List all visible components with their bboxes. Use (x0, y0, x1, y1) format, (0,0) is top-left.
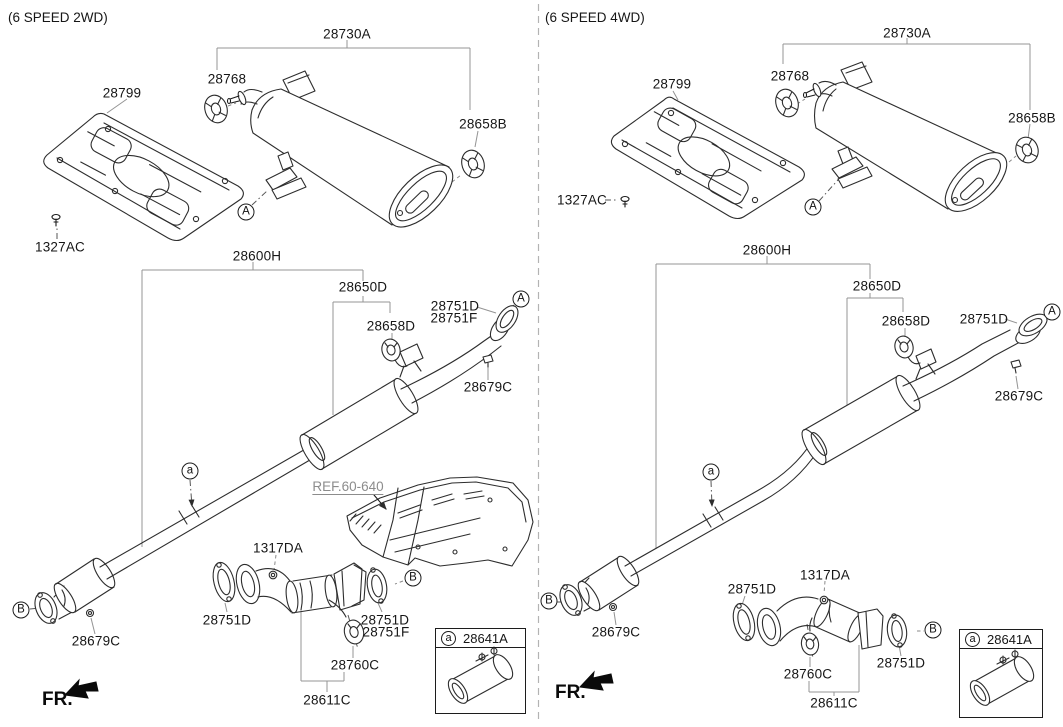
part-label-28658b: 28658B (459, 116, 507, 132)
part-label-28600h: 28600H (742, 242, 792, 258)
floor-shield-ref-60-640 (346, 476, 534, 567)
callout-a: A (804, 198, 822, 216)
part-label-1317da: 1317DA (253, 540, 303, 556)
part-label-1317da: 1317DA (800, 567, 850, 583)
part-label-28751d: 28751D (430, 298, 480, 314)
hanger-insulator-28768-4wd (775, 88, 799, 118)
hanger-insulator-28658b-2wd (461, 149, 485, 179)
part-label-28679c: 28679C (994, 388, 1044, 404)
callout-a: A (237, 203, 255, 221)
callout-a: A (1043, 303, 1061, 321)
fr-direction-label-4wd: FR. (555, 682, 586, 703)
heat-shield-28799-4wd (610, 96, 805, 220)
part-label-28611c: 28611C (810, 695, 858, 711)
front-pipe-28611c-2wd (212, 561, 388, 618)
part-label-28760c: 28760C (330, 657, 380, 673)
hanger-insulator-28658d-4wd (894, 335, 921, 365)
part-label-28650d: 28650D (852, 278, 902, 294)
part-label-28679c: 28679C (591, 624, 641, 640)
callout-b: B (924, 621, 942, 639)
part-label-28658d: 28658D (881, 313, 931, 329)
part-label-28768: 28768 (770, 68, 810, 84)
callout-a: a (441, 630, 456, 646)
callout-b: B (404, 569, 422, 587)
inset-header: a 28641A (960, 630, 1042, 649)
main-muffler-28730a-4wd (802, 61, 1008, 212)
part-label-28760c: 28760C (783, 666, 833, 682)
hanger-insulator-28658d-2wd (381, 338, 408, 368)
part-label-28658b: 28658B (1008, 110, 1056, 126)
part-label-28799: 28799 (102, 85, 142, 101)
part-label-28730a: 28730A (323, 26, 371, 42)
part-label-28751d: 28751D (727, 581, 777, 597)
part-label-28751d: 28751D (202, 612, 252, 628)
brackets-and-leaders-2wd (29, 40, 515, 692)
callout-a: a (702, 463, 720, 481)
part-label-28768: 28768 (207, 71, 247, 87)
inset-part-number: 28641A (463, 630, 508, 646)
part-label-1327ac: 1327AC (35, 239, 85, 255)
part-label-28600h: 28600H (232, 248, 282, 264)
part-label-28679c: 28679C (71, 633, 121, 649)
main-muffler-28730a-2wd (226, 70, 454, 228)
part-label-28751f: 28751F (362, 624, 410, 640)
center-muffler-assy-28600h-4wd (559, 313, 1048, 616)
part-label-28730a: 28730A (883, 25, 931, 41)
front-pipe-28611c-4wd (732, 595, 908, 650)
part-label-28751d: 28751D (876, 655, 926, 671)
part-label-28611c: 28611C (303, 692, 351, 708)
callout-a: a (965, 631, 980, 647)
hanger-insulator-28760c-4wd (800, 632, 820, 656)
part-label-1327ac: 1327AC (557, 192, 607, 208)
fr-direction-label-2wd: FR. (42, 689, 73, 710)
inset-part-number: 28641A (987, 631, 1032, 647)
callout-a: a (181, 462, 199, 480)
inset-header: a 28641A (436, 629, 525, 648)
callout-b: B (12, 601, 30, 619)
part-label-28658d: 28658D (366, 318, 416, 334)
clamp-detail-inset-2wd: a 28641A (435, 628, 526, 714)
ref-60-640-label: REF.60-640 (312, 479, 384, 495)
part-label-28799: 28799 (652, 76, 692, 92)
hanger-insulator-28658b-4wd (1015, 136, 1039, 164)
part-label-28751f: 28751F (430, 310, 478, 326)
hanger-insulator-28768-2wd (204, 94, 228, 124)
fr-arrow-4wd (578, 670, 614, 691)
fr-arrow-2wd (63, 678, 99, 699)
panel-title-2wd: (6 SPEED 2WD) (8, 10, 108, 25)
inset-clamp-drawing-28641a-2wd (447, 646, 514, 704)
part-label-28650d: 28650D (338, 279, 388, 295)
heat-shield-28799-2wd (43, 112, 244, 242)
part-label-28751d: 28751D (959, 311, 1009, 327)
hanger-insulator-28760c-2wd (343, 619, 365, 645)
callout-b: B (540, 592, 558, 610)
part-label-28679c: 28679C (463, 379, 513, 395)
inset-clamp-drawing-28641a-4wd (969, 649, 1035, 706)
center-muffler-assy-28600h-2wd (34, 305, 519, 624)
part-label-28751d: 28751D (360, 612, 410, 628)
panel-title-4wd: (6 SPEED 4WD) (545, 10, 645, 25)
clamp-detail-inset-4wd: a 28641A (959, 629, 1043, 718)
callout-a: A (512, 290, 530, 308)
